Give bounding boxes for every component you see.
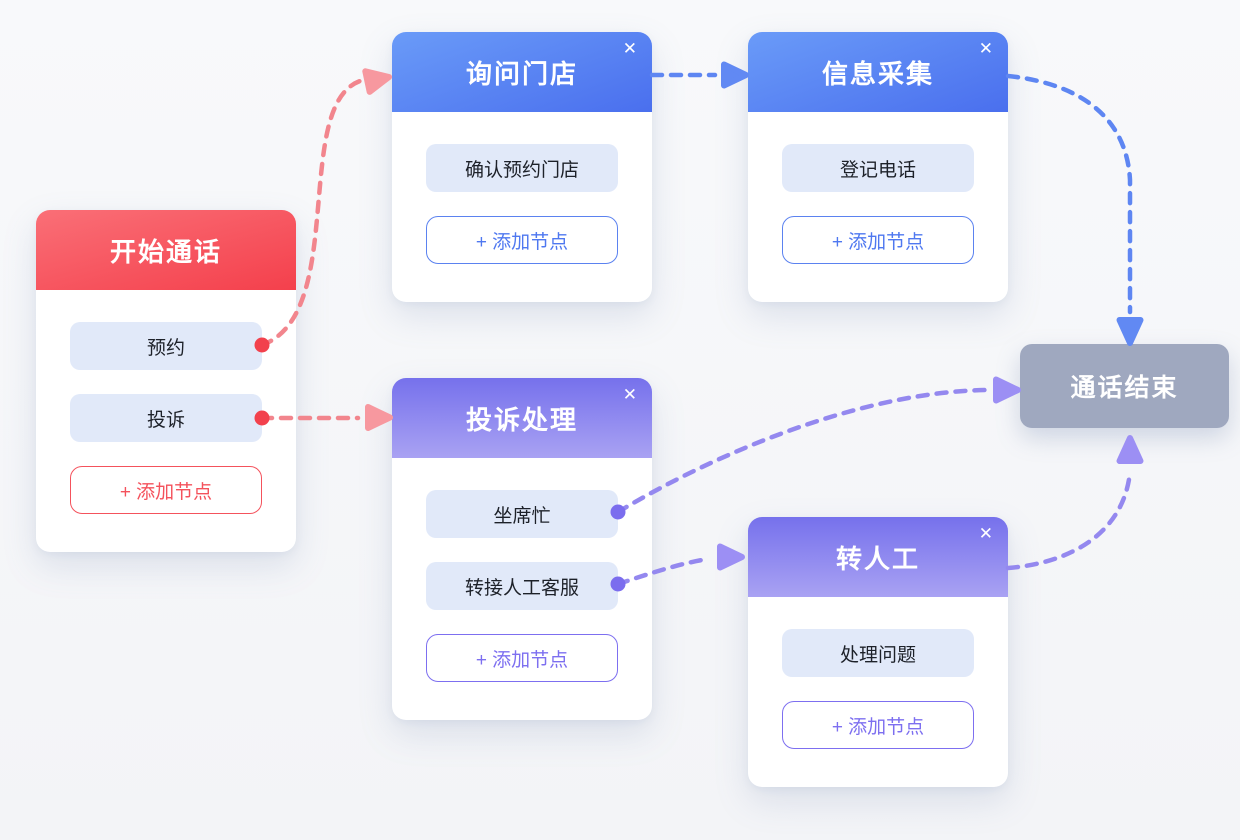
node-card-complaint-handling[interactable]: 投诉处理 ✕ 坐席忙 转接人工客服 + 添加节点 [392, 378, 652, 720]
add-node-button[interactable]: + 添加节点 [782, 701, 974, 749]
node-body: 确认预约门店 + 添加节点 [392, 112, 652, 302]
arrowhead-right-icon [993, 376, 1021, 404]
node-title: 开始通话 [109, 236, 222, 267]
node-end-call[interactable]: 通话结束 [1020, 344, 1229, 428]
arrowhead-down-icon [1116, 317, 1144, 346]
intent-item-agent-busy[interactable]: 坐席忙 [426, 490, 618, 538]
add-node-button[interactable]: + 添加节点 [782, 216, 974, 264]
add-node-button[interactable]: + 添加节点 [426, 216, 618, 264]
intent-item-transfer-human[interactable]: 转接人工客服 [426, 562, 618, 610]
add-node-button[interactable]: + 添加节点 [70, 466, 262, 514]
node-card-to-human[interactable]: 转人工 ✕ 处理问题 + 添加节点 [748, 517, 1008, 787]
node-body: 处理问题 + 添加节点 [748, 597, 1008, 787]
node-title: 转人工 [835, 543, 920, 574]
node-body: 坐席忙 转接人工客服 + 添加节点 [392, 458, 652, 720]
edge-agentbusy-to-end[interactable] [615, 387, 991, 515]
intent-item-register-phone[interactable]: 登记电话 [782, 144, 974, 192]
arrowhead-up-icon [1116, 435, 1144, 464]
node-card-start-call[interactable]: 开始通话 预约 投诉 + 添加节点 [36, 210, 296, 552]
edge-collectinfo-to-end[interactable] [1005, 73, 1133, 315]
intent-item-handle-issue[interactable]: 处理问题 [782, 629, 974, 677]
node-body: 预约 投诉 + 添加节点 [36, 290, 296, 552]
edge-tohuman-to-end[interactable] [1005, 469, 1133, 571]
intent-item-complaint[interactable]: 投诉 [70, 394, 262, 442]
node-header-start-call[interactable]: 开始通话 [36, 210, 296, 290]
arrowhead-right-icon [362, 68, 392, 95]
node-body: 登记电话 + 添加节点 [748, 112, 1008, 302]
node-header-to-human[interactable]: 转人工 ✕ [748, 517, 1008, 597]
node-header-collect-info[interactable]: 信息采集 ✕ [748, 32, 1008, 112]
node-header-ask-store[interactable]: 询问门店 ✕ [392, 32, 652, 112]
node-card-ask-store[interactable]: 询问门店 ✕ 确认预约门店 + 添加节点 [392, 32, 652, 302]
close-icon[interactable]: ✕ [978, 39, 993, 58]
node-title: 询问门店 [465, 58, 578, 89]
add-node-button[interactable]: + 添加节点 [426, 634, 618, 682]
close-icon[interactable]: ✕ [622, 385, 637, 404]
close-icon[interactable]: ✕ [622, 39, 637, 58]
arrowhead-right-icon [717, 543, 745, 571]
intent-item-confirm-store[interactable]: 确认预约门店 [426, 144, 618, 192]
close-icon[interactable]: ✕ [978, 524, 993, 543]
intent-item-appointment[interactable]: 预约 [70, 322, 262, 370]
node-title: 投诉处理 [465, 404, 578, 435]
node-title: 信息采集 [821, 58, 934, 89]
node-card-collect-info[interactable]: 信息采集 ✕ 登记电话 + 添加节点 [748, 32, 1008, 302]
arrowhead-right-icon [721, 61, 749, 89]
arrowhead-right-icon [365, 404, 393, 431]
node-header-complaint-handling[interactable]: 投诉处理 ✕ [392, 378, 652, 458]
